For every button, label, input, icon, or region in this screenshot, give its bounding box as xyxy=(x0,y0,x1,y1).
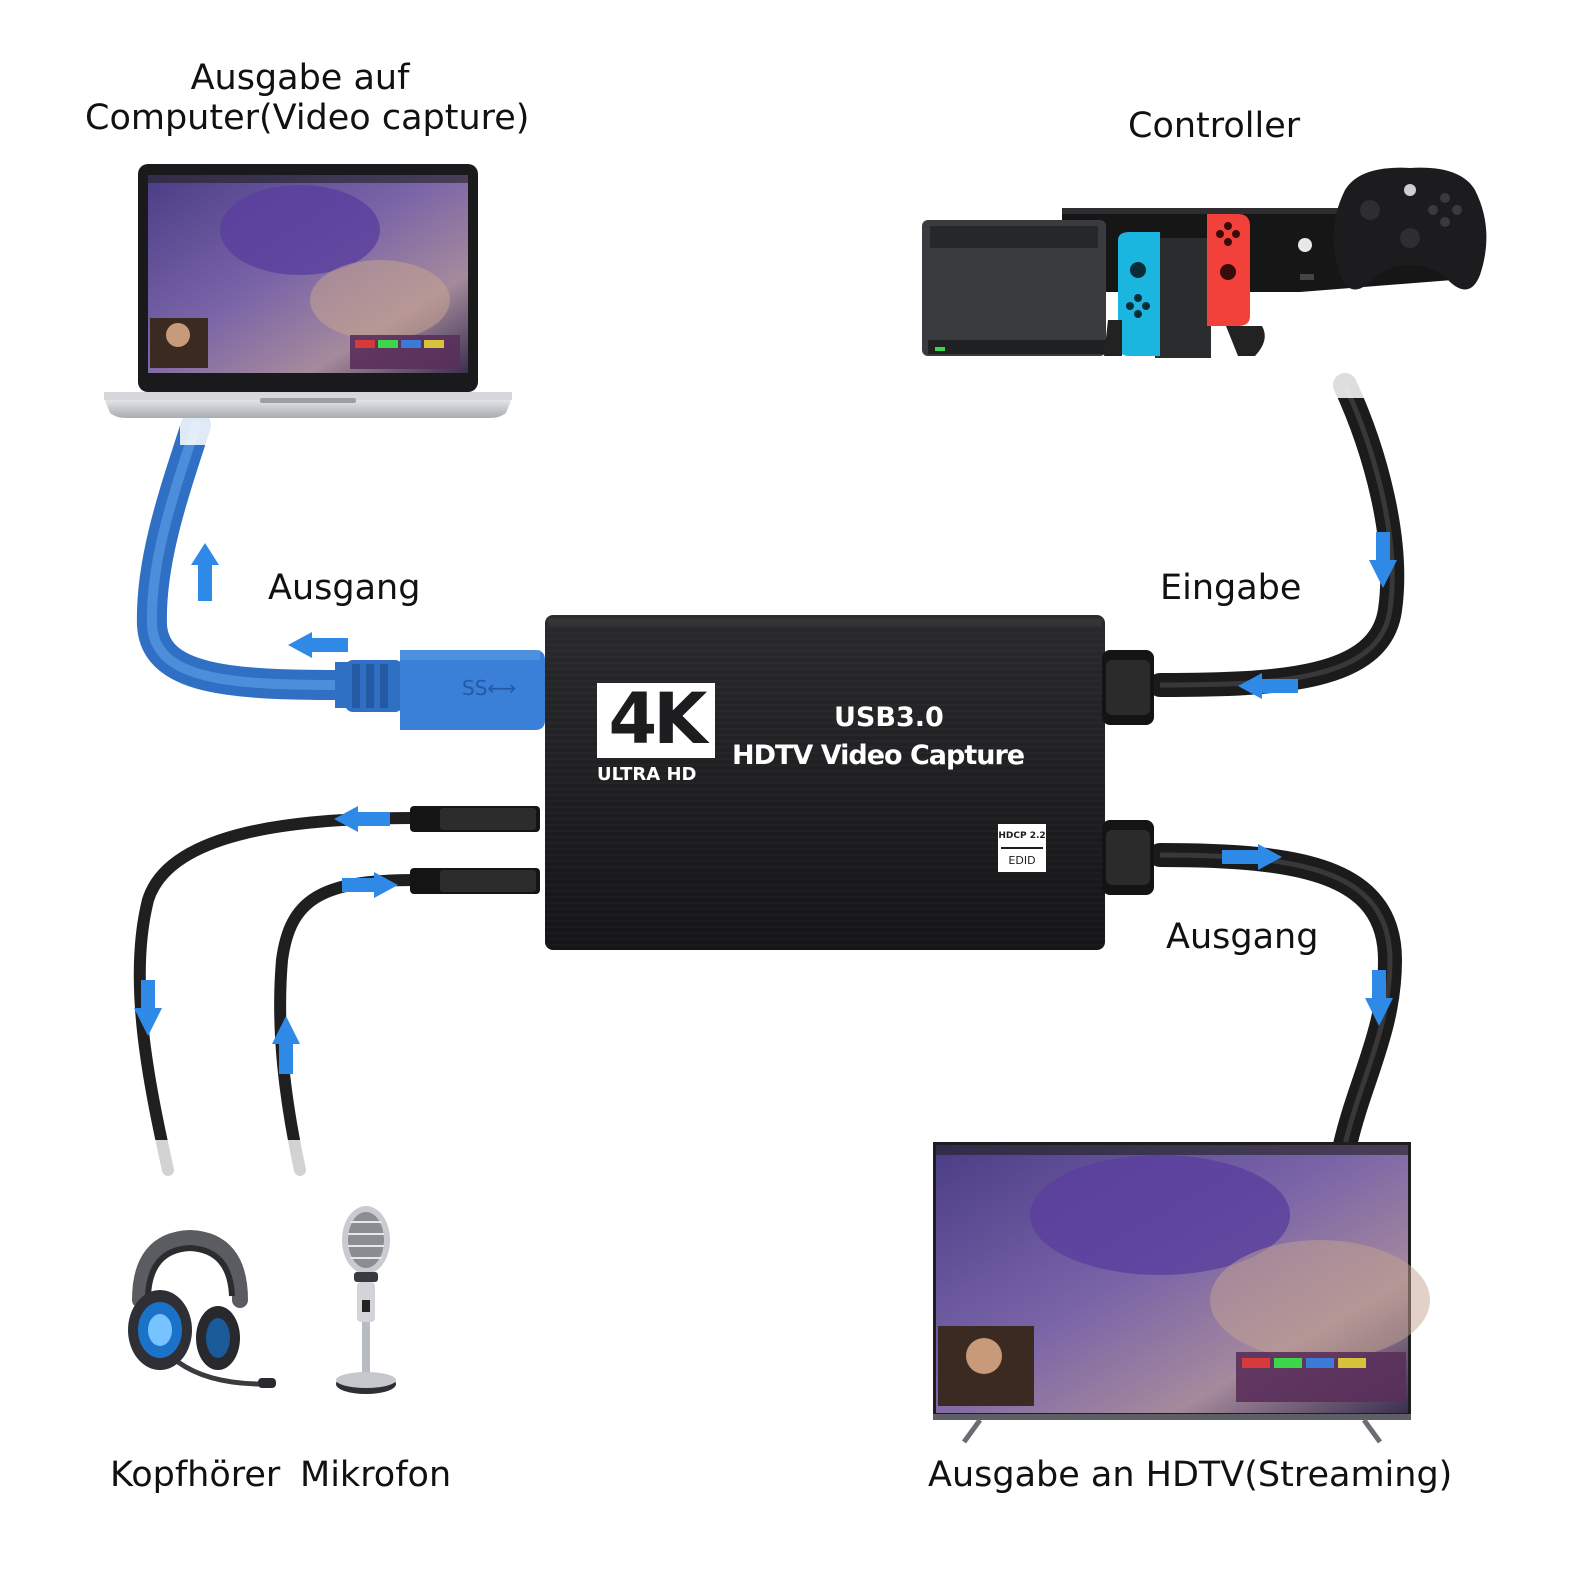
headphone-cable xyxy=(133,812,421,1176)
arrow-right-hdmi-out xyxy=(1222,844,1282,870)
label-hdmi-input: Eingabe xyxy=(1160,568,1302,608)
label-hdmi-output: Ausgang xyxy=(1166,917,1319,957)
hdmi-input-cable xyxy=(1148,373,1405,697)
console-icon xyxy=(922,167,1487,358)
device-badge-edid: EDID xyxy=(1008,854,1036,867)
arrow-up-mic xyxy=(272,1016,300,1074)
label-microphone: Mikrofon xyxy=(300,1455,452,1495)
headphone-jack xyxy=(410,806,540,832)
usb-plug-marking: SS⟷ xyxy=(462,676,517,700)
label-controller: Controller xyxy=(1128,106,1301,146)
device-logo-ultrahd: ULTRA HD xyxy=(597,764,697,785)
label-hdtv: Ausgabe an HDTV(Streaming) xyxy=(928,1455,1453,1495)
arrow-left-hdmi-in xyxy=(1238,673,1298,699)
microphone-jack xyxy=(410,868,540,894)
device-usb-label: USB3.0 xyxy=(834,702,944,733)
arrow-down-hdmi-in xyxy=(1369,532,1397,588)
device-product-name: HDTV Video Capture xyxy=(732,740,1025,771)
4k-logo-box xyxy=(597,683,715,758)
label-computer-line1: Ausgabe auf xyxy=(190,58,410,98)
arrow-right-mic xyxy=(342,872,398,898)
device-logo-4k: 4K xyxy=(608,678,708,760)
label-usb-output: Ausgang xyxy=(268,568,421,608)
arrow-left-usb xyxy=(288,632,348,658)
laptop-icon xyxy=(104,164,512,418)
usb-plug xyxy=(335,650,545,730)
arrow-up-usb xyxy=(191,543,219,601)
arrow-down-headphone xyxy=(134,980,162,1036)
tv-icon xyxy=(933,1142,1430,1444)
headphones-icon xyxy=(128,1229,276,1388)
microphone-cable xyxy=(274,874,421,1176)
capture-device xyxy=(545,615,1154,950)
usb-cable-highlight xyxy=(146,420,345,690)
arrow-down-hdmi-out xyxy=(1365,970,1393,1026)
label-headphones: Kopfhörer xyxy=(110,1455,281,1495)
arrow-left-headphone xyxy=(334,806,390,832)
device-badge-hdcp: HDCP 2.2 xyxy=(998,831,1046,841)
microphone-icon xyxy=(336,1206,396,1394)
label-computer-line2: Computer(Video capture) xyxy=(85,98,530,138)
